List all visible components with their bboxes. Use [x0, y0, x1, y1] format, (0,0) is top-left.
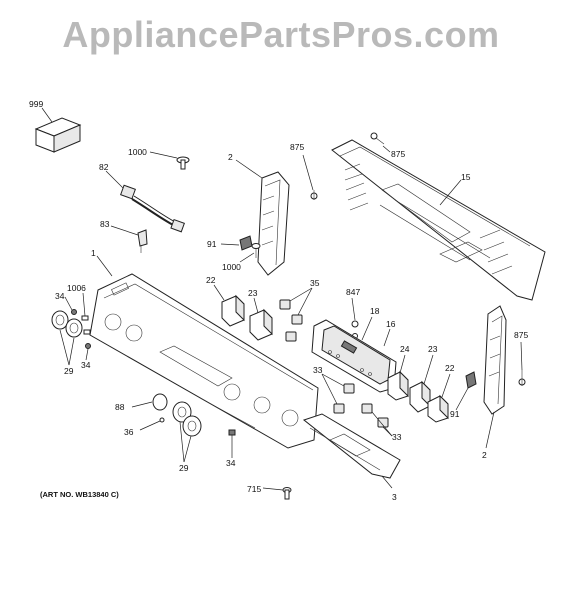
part-1006-clip [81, 315, 91, 335]
callout-29-bottom: 29 [179, 463, 189, 473]
part-22-switch-right [427, 394, 449, 423]
callout-33-lower: 33 [392, 432, 402, 442]
part-83-clip [137, 229, 148, 253]
callout-1000: 1000 [128, 147, 147, 157]
callout-91-right: 91 [450, 409, 460, 419]
callout-3: 3 [392, 492, 397, 502]
part-875-screw [370, 132, 385, 145]
callout-23-upper: 23 [248, 288, 258, 298]
callout-34-bottom: 34 [226, 458, 236, 468]
part-34-clip [71, 309, 91, 349]
callout-22-right: 22 [445, 363, 455, 373]
callout-875-right: 875 [514, 330, 528, 340]
part-2-end-cap-right [483, 305, 507, 415]
callout-36: 36 [124, 427, 134, 437]
callout-1006: 1006 [67, 283, 86, 293]
part-875-screw-b [310, 190, 318, 200]
part-16-control-board [311, 319, 397, 393]
callout-83: 83 [100, 219, 110, 229]
callout-34-middle: 34 [81, 360, 91, 370]
callout-715: 715 [247, 484, 261, 494]
callout-91-left: 91 [207, 239, 217, 249]
part-1-control-panel [89, 273, 319, 449]
callout-16: 16 [386, 319, 396, 329]
part-23-switch-upper [249, 308, 273, 341]
callout-875-panel: 875 [391, 149, 405, 159]
callout-2-left: 2 [228, 152, 233, 162]
callout-88: 88 [115, 402, 125, 412]
callout-999: 999 [29, 99, 43, 109]
part-24-switch [387, 370, 409, 401]
part-82-harness [120, 184, 185, 233]
callout-18: 18 [370, 306, 380, 316]
part-15-rear-panel [331, 139, 546, 301]
callout-1000-middle: 1000 [222, 262, 241, 272]
part-22-switch-upper [221, 294, 245, 327]
callout-22-upper: 22 [206, 275, 216, 285]
part-715-screw [282, 487, 292, 500]
part-875-screw-right [518, 370, 526, 386]
callout-29-left: 29 [64, 366, 74, 376]
callout-23-right: 23 [428, 344, 438, 354]
callout-24: 24 [400, 344, 410, 354]
part-2-end-cap-left [257, 171, 290, 276]
callout-1: 1 [91, 248, 96, 258]
callout-35: 35 [310, 278, 320, 288]
callout-82: 82 [99, 162, 109, 172]
callout-847: 847 [346, 287, 360, 297]
callout-2-right: 2 [482, 450, 487, 460]
control-panel-knob-graphics [104, 313, 299, 427]
part-91-bracket-right [465, 371, 477, 389]
watermark: AppliancePartsPros.com [62, 14, 500, 55]
art-number: (ART NO. WB13840 C) [40, 490, 119, 499]
part-1000-screw-b [251, 243, 261, 258]
callout-33-upper: 33 [313, 365, 323, 375]
part-91-bracket [239, 235, 253, 251]
part-34-clip-bottom [228, 429, 236, 436]
part-33-switch-knobs [333, 383, 389, 428]
part-29-knobs-left [51, 310, 83, 338]
callout-34-upper: 34 [55, 291, 65, 301]
part-23-switch-right [409, 380, 431, 413]
part-29-knobs-bottom [152, 393, 202, 437]
part-36-clip [159, 417, 165, 423]
callout-875-top: 875 [290, 142, 304, 152]
part-999-box [34, 117, 82, 153]
part-35-switch-knobs [279, 299, 303, 342]
part-1000-screw [176, 156, 190, 170]
part-3-trim-strip [302, 413, 401, 479]
callout-15: 15 [461, 172, 471, 182]
